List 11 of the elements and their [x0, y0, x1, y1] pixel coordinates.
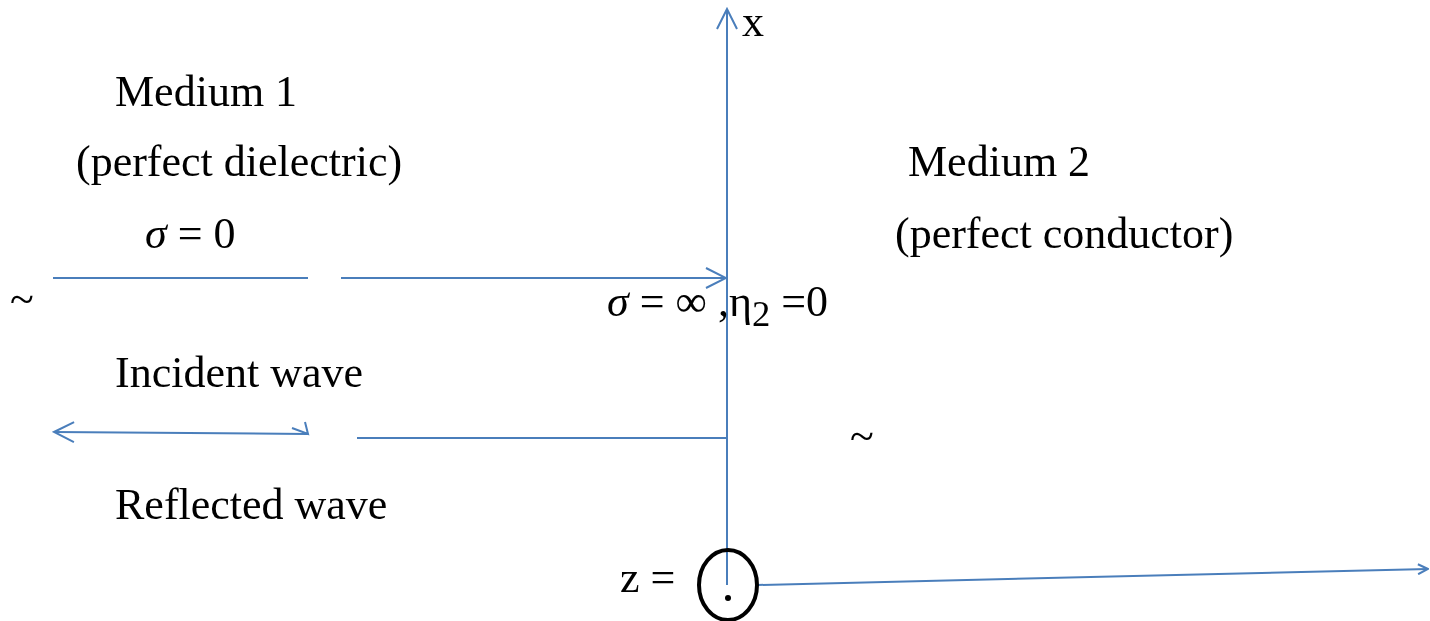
medium-description: (perfect dielectric) — [76, 137, 403, 187]
medium-description: (perfect conductor) — [895, 209, 1234, 259]
tilde-symbol: ~ — [10, 275, 34, 325]
medium-label: Medium 2 — [908, 137, 1091, 187]
wave-label: Incident wave — [115, 348, 363, 398]
axis-label: z = — [620, 553, 676, 603]
wave-label: Reflected wave — [115, 480, 388, 530]
axis-label: x — [742, 0, 764, 47]
tilde-symbol: ~ — [850, 412, 874, 462]
conductivity-label: σ = 0 — [145, 209, 236, 259]
medium-label: Medium 1 — [115, 67, 298, 117]
